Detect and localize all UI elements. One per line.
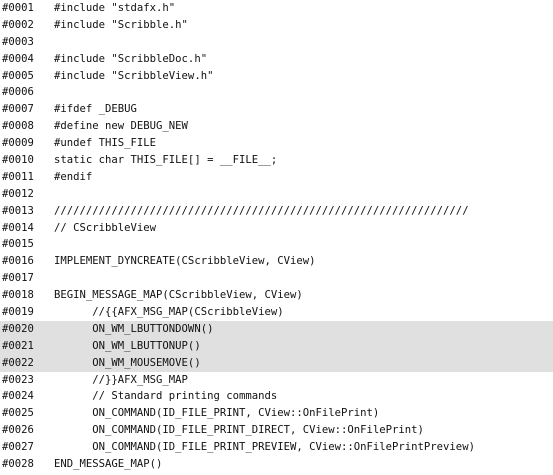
line-number: #0014: [2, 221, 34, 234]
code-text: ON_COMMAND(ID_FILE_PRINT_DIRECT, CView::…: [54, 424, 424, 437]
line-number: #0016: [2, 255, 34, 268]
code-text: ////////////////////////////////////////…: [54, 204, 469, 217]
line-number: #0022: [2, 356, 34, 369]
code-text: #include "Scribble.h": [54, 18, 188, 31]
code-line: #0005 #include "ScribbleView.h": [0, 68, 553, 85]
code-text: ON_WM_LBUTTONUP(): [54, 339, 201, 352]
code-text: ON_COMMAND(ID_FILE_PRINT, CView::OnFileP…: [54, 407, 380, 420]
code-line: #0010 static char THIS_FILE[] = __FILE__;: [0, 152, 553, 169]
code-line: #0026 ON_COMMAND(ID_FILE_PRINT_DIRECT, C…: [0, 422, 553, 439]
line-number: #0013: [2, 204, 34, 217]
line-number: #0006: [2, 86, 34, 99]
code-line: #0015: [0, 236, 553, 253]
code-text: // CScribbleView: [54, 221, 157, 234]
line-number: #0019: [2, 306, 34, 319]
code-text: // Standard printing commands: [54, 390, 278, 403]
code-line: #0009 #undef THIS_FILE: [0, 135, 553, 152]
code-line: #0013 ///////////////////////////////////…: [0, 203, 553, 220]
code-line: #0001 #include "stdafx.h": [0, 0, 553, 17]
line-number: #0003: [2, 35, 34, 48]
line-number: #0002: [2, 18, 34, 31]
code-line: #0018 BEGIN_MESSAGE_MAP(CScribbleView, CV…: [0, 287, 553, 304]
code-text: #undef THIS_FILE: [54, 137, 157, 150]
code-text: #ifdef _DEBUG: [54, 103, 137, 116]
line-number: #0023: [2, 373, 34, 386]
line-number: #0021: [2, 339, 34, 352]
code-line: #0014 // CScribbleView: [0, 220, 553, 237]
code-line: #0012: [0, 186, 553, 203]
line-number: #0008: [2, 120, 34, 133]
highlighted-code-line: #0020 ON_WM_LBUTTONDOWN(): [0, 320, 553, 338]
line-number: #0026: [2, 424, 34, 437]
code-line: #0004 #include "ScribbleDoc.h": [0, 51, 553, 68]
code-text: #include "ScribbleDoc.h": [54, 52, 208, 65]
code-line: #0003: [0, 34, 553, 51]
code-line: #0002 #include "Scribble.h": [0, 17, 553, 34]
line-number: #0011: [2, 170, 34, 183]
line-number: #0025: [2, 407, 34, 420]
code-line: #0024 // Standard printing commands: [0, 388, 553, 405]
line-number: #0001: [2, 2, 34, 14]
code-text: #endif: [54, 170, 93, 183]
line-number: #0027: [2, 441, 34, 454]
code-text: IMPLEMENT_DYNCREATE(CScribbleView, CView…: [54, 255, 316, 268]
code-text: //}}AFX_MSG_MAP: [54, 373, 188, 386]
code-line: #0017: [0, 270, 553, 287]
code-line: #0023 //}}AFX_MSG_MAP: [0, 372, 553, 389]
line-number: #0009: [2, 137, 34, 150]
line-number: #0017: [2, 272, 34, 285]
line-number: #0005: [2, 69, 34, 82]
code-text: ON_WM_LBUTTONDOWN(): [54, 322, 214, 335]
code-text: #include "ScribbleView.h": [54, 69, 214, 82]
code-text: ON_COMMAND(ID_FILE_PRINT_PREVIEW, CView:…: [54, 441, 475, 454]
highlighted-code-line: #0022 ON_WM_MOUSEMOVE(): [0, 354, 553, 372]
code-line: #0025 ON_COMMAND(ID_FILE_PRINT, CView::O…: [0, 405, 553, 422]
code-line: #0008 #define new DEBUG_NEW: [0, 118, 553, 135]
code-line: #0027 ON_COMMAND(ID_FILE_PRINT_PREVIEW, …: [0, 439, 553, 456]
line-number: #0020: [2, 322, 34, 335]
code-text: ON_WM_MOUSEMOVE(): [54, 356, 201, 369]
code-line: #0006: [0, 84, 553, 101]
highlighted-code-line: #0021 ON_WM_LBUTTONUP(): [0, 337, 553, 355]
line-number: #0018: [2, 289, 34, 302]
code-line: #0019 //{{AFX_MSG_MAP(CScribbleView): [0, 304, 553, 321]
code-text: END_MESSAGE_MAP(): [54, 458, 163, 471]
code-line: #0007 #ifdef _DEBUG: [0, 101, 553, 118]
line-number: #0012: [2, 187, 34, 200]
code-text: BEGIN_MESSAGE_MAP(CScribbleView, CView): [54, 289, 303, 302]
line-number: #0015: [2, 238, 34, 251]
code-line: #0011 #endif: [0, 169, 553, 186]
line-number: #0028: [2, 458, 34, 471]
line-number: #0024: [2, 390, 34, 403]
code-text: #include "stdafx.h": [54, 2, 176, 14]
line-number: #0010: [2, 154, 34, 167]
code-text: //{{AFX_MSG_MAP(CScribbleView): [54, 306, 284, 319]
code-text: static char THIS_FILE[] = __FILE__;: [54, 154, 278, 167]
code-text: #define new DEBUG_NEW: [54, 120, 188, 133]
line-number: #0007: [2, 103, 34, 116]
line-number: #0004: [2, 52, 34, 65]
code-line: #0016 IMPLEMENT_DYNCREATE(CScribbleView, …: [0, 253, 553, 270]
code-line: #0028 END_MESSAGE_MAP(): [0, 456, 553, 473]
